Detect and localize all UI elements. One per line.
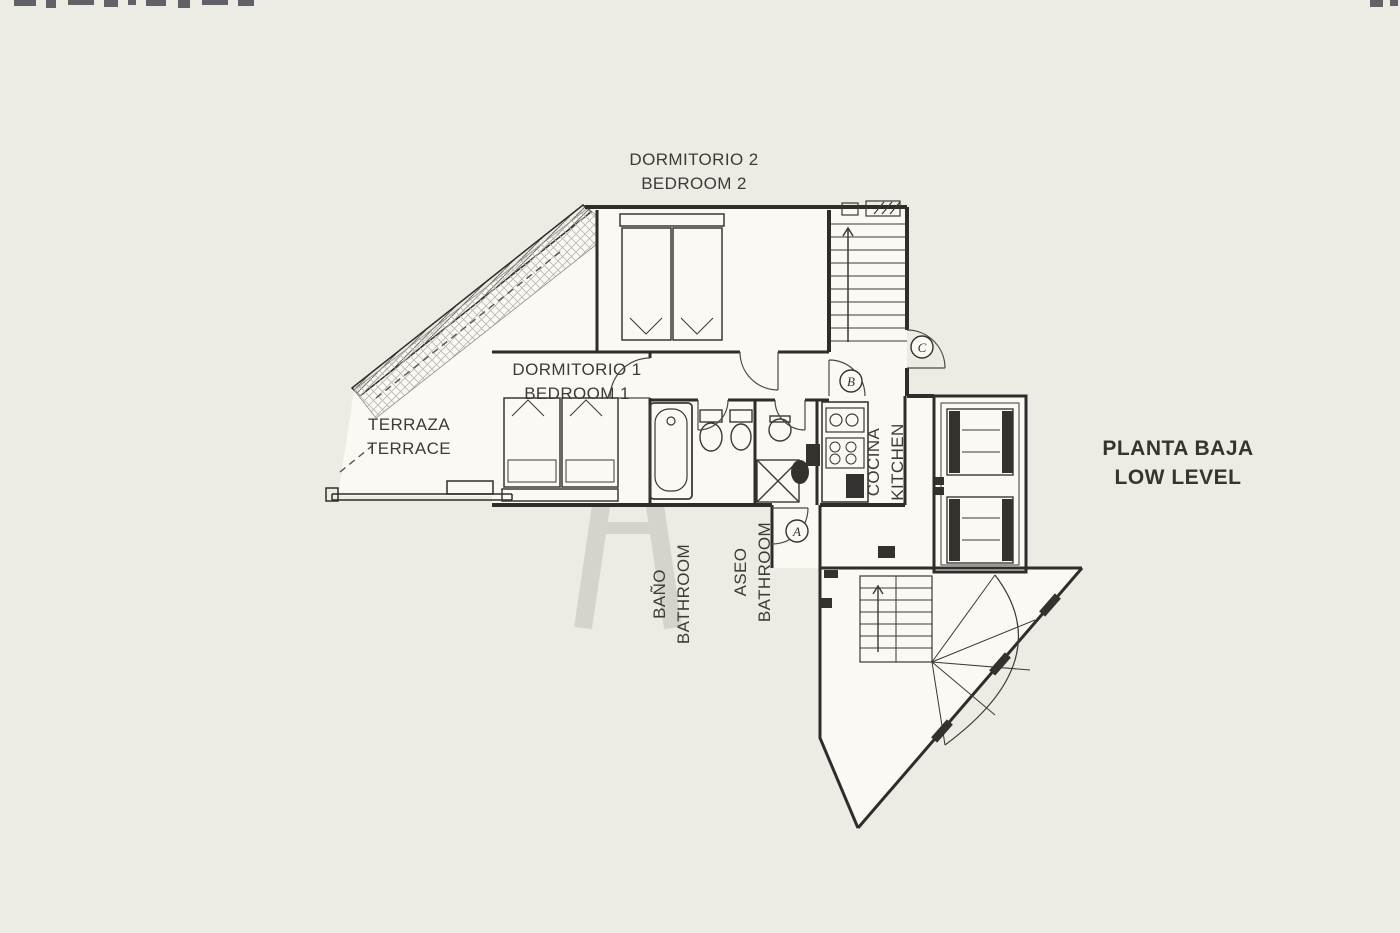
room-label-bedroom1-es: DORMITORIO 1 <box>512 360 642 379</box>
room-label-bathroom-es: BAÑO <box>650 569 669 619</box>
room-label-toilet-en: BATHROOM <box>755 521 774 623</box>
bed-bedroom1 <box>501 397 619 502</box>
room-label-toilet-es: ASEO <box>731 547 750 597</box>
door-markers: C B A <box>785 335 934 543</box>
room-label-bedroom2-es: DORMITORIO 2 <box>629 150 759 169</box>
room-label-bathroom-en: BATHROOM <box>674 543 693 645</box>
kitchen-counter <box>821 401 895 558</box>
room-label-bedroom2: DORMITORIO 2 BEDROOM 2 <box>594 148 794 196</box>
bidet <box>729 409 753 451</box>
bathtub <box>649 402 693 500</box>
door-swings <box>609 329 946 545</box>
plan-title-line1: PLANTA BAJA <box>1102 437 1254 460</box>
door-marker-b: B <box>847 374 855 389</box>
room-label-bathroom: BAÑO BATHROOM <box>648 529 696 659</box>
outer-walls <box>492 205 1084 829</box>
toilet <box>699 409 723 452</box>
lower-staircase <box>820 570 1061 746</box>
room-label-toilet: ASEO BATHROOM <box>729 507 777 637</box>
plan-title-line2: LOW LEVEL <box>1114 466 1242 489</box>
plan-title: PLANTA BAJA LOW LEVEL <box>1068 434 1288 492</box>
room-label-terrace-en: TERRACE <box>366 439 452 458</box>
toilet-aseo <box>791 444 820 484</box>
upper-staircase <box>829 200 907 342</box>
room-label-kitchen-es: COCINA <box>864 427 883 497</box>
room-label-kitchen: COCINA KITCHEN <box>862 392 910 532</box>
room-label-terrace: TERRAZA TERRACE <box>329 413 489 461</box>
floor-area <box>338 208 1082 828</box>
bed-bedroom2 <box>619 213 725 341</box>
room-label-bedroom1: DORMITORIO 1 BEDROOM 1 <box>477 358 677 406</box>
utility-shafts <box>935 402 1020 566</box>
room-label-terrace-es: TERRAZA <box>367 415 451 434</box>
room-label-bedroom2-en: BEDROOM 2 <box>641 174 747 193</box>
door-marker-a: A <box>792 524 801 539</box>
terrace-area <box>325 204 598 502</box>
cropped-header-text <box>14 0 1398 8</box>
room-label-bedroom1-en: BEDROOM 1 <box>524 384 630 403</box>
room-label-kitchen-en: KITCHEN <box>888 423 907 501</box>
door-marker-c: C <box>918 340 927 355</box>
